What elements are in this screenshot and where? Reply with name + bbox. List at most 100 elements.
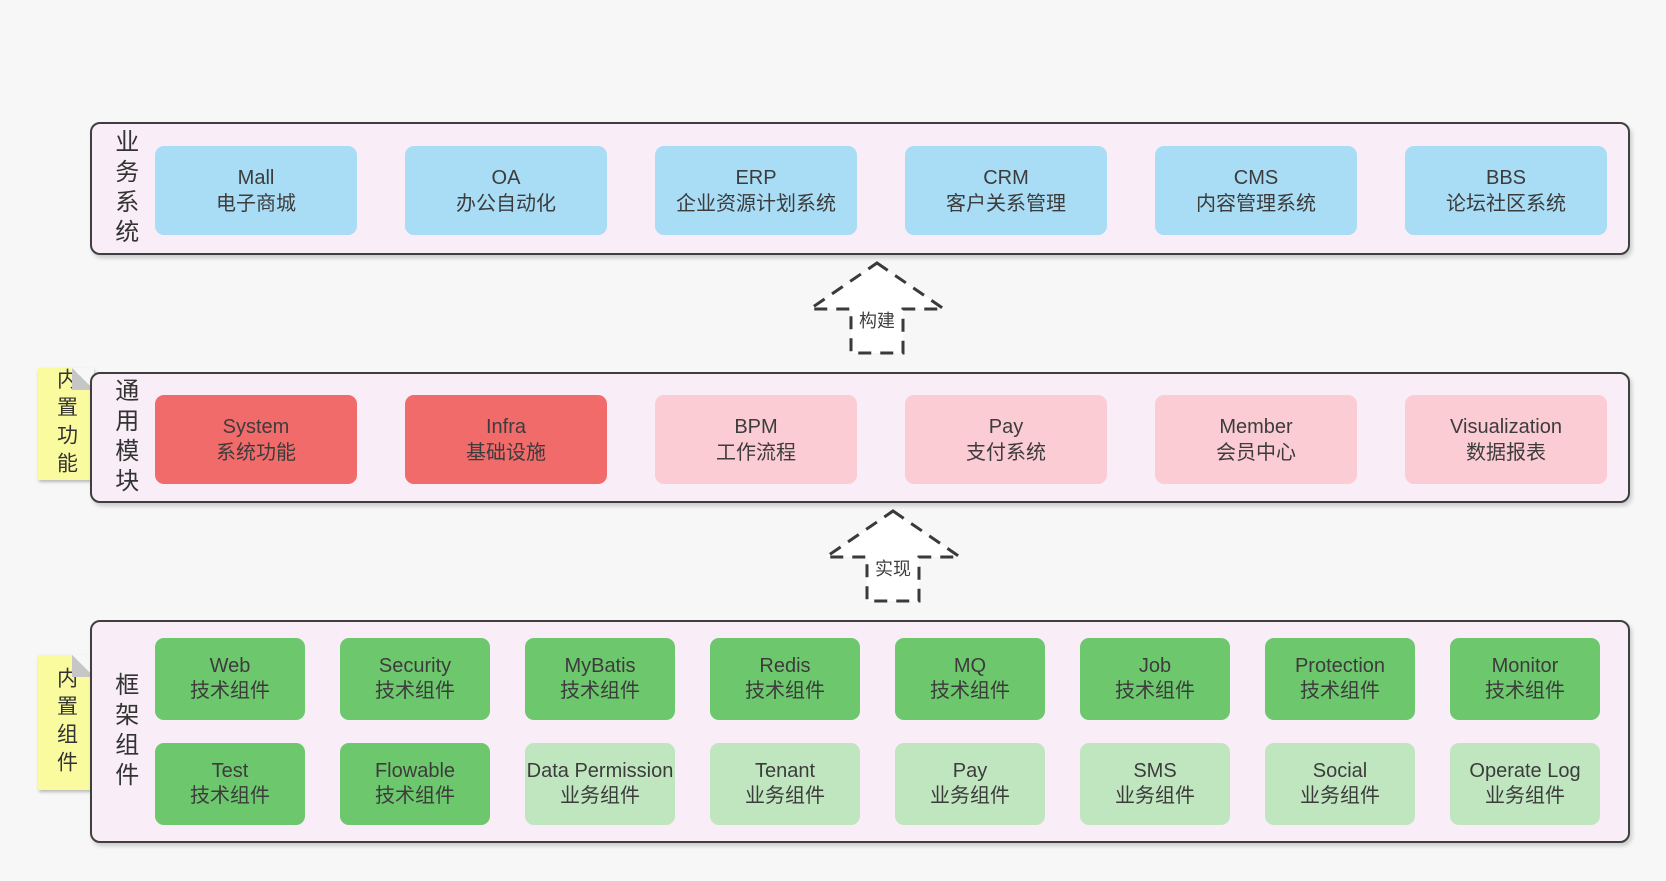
box-title: BBS: [1485, 166, 1527, 189]
box-title: Infra: [485, 415, 527, 438]
box-visualization: Visualization 数据报表: [1405, 395, 1607, 484]
box-title: Visualization: [1450, 415, 1562, 438]
layer-label-column: 通用模块: [92, 378, 155, 498]
box-mq: MQ 技术组件: [895, 638, 1045, 720]
box-title: Pay: [988, 415, 1024, 438]
box-title: Security: [378, 655, 452, 677]
layer-label-column: 业务系统: [92, 129, 155, 249]
box-mybatis: MyBatis 技术组件: [525, 638, 675, 720]
component-row-2: Test 技术组件 Flowable 技术组件 Data Permission …: [155, 743, 1600, 825]
box-subtitle: 技术组件: [745, 680, 825, 702]
box-subtitle: 电子商城: [216, 192, 296, 215]
box-social: Social 业务组件: [1265, 743, 1415, 825]
box-title: Monitor: [1491, 655, 1559, 677]
box-subtitle: 支付系统: [966, 441, 1046, 464]
box-subtitle: 业务组件: [560, 785, 640, 807]
up-arrow-implement: 实现: [823, 508, 963, 604]
module-boxes: System 系统功能 Infra 基础设施 BPM 工作流程 Pay 支付系统…: [155, 395, 1607, 484]
box-operate-log: Operate Log 业务组件: [1450, 743, 1600, 825]
box-subtitle: 技术组件: [1485, 680, 1565, 702]
box-pay-biz: Pay 业务组件: [895, 743, 1045, 825]
box-monitor: Monitor 技术组件: [1450, 638, 1600, 720]
layer-title: 通用模块: [110, 377, 138, 498]
box-bpm: BPM 工作流程: [655, 395, 857, 484]
box-pay-system: Pay 支付系统: [905, 395, 1107, 484]
box-system: System 系统功能: [155, 395, 357, 484]
box-security: Security 技术组件: [340, 638, 490, 720]
sticky-note-builtin-components: 内置组件: [38, 655, 94, 790]
box-title: CMS: [1233, 166, 1279, 189]
box-web: Web 技术组件: [155, 638, 305, 720]
box-title: CRM: [983, 166, 1029, 189]
box-subtitle: 技术组件: [190, 680, 270, 702]
box-title: Data Permission: [526, 760, 674, 782]
box-subtitle: 技术组件: [560, 680, 640, 702]
up-arrow-build: 构建: [807, 260, 947, 356]
box-title: Member: [1219, 415, 1293, 438]
box-subtitle: 办公自动化: [456, 192, 556, 215]
sticky-note-builtin-features: 内置功能: [38, 368, 94, 480]
box-bbs: BBS 论坛社区系统: [1405, 146, 1607, 235]
box-subtitle: 基础设施: [466, 441, 546, 464]
layer-title: 业务系统: [110, 128, 138, 249]
layer-title: 框架组件: [110, 671, 138, 792]
box-subtitle: 系统功能: [216, 441, 296, 464]
box-title: Mall: [237, 166, 275, 189]
box-tenant: Tenant 业务组件: [710, 743, 860, 825]
dashed-up-arrow-icon: [823, 509, 963, 603]
arrow-label-build: 构建: [859, 311, 895, 331]
box-subtitle: 技术组件: [1115, 680, 1195, 702]
component-row-1: Web 技术组件 Security 技术组件 MyBatis 技术组件 Redi…: [155, 638, 1600, 720]
box-subtitle: 技术组件: [375, 680, 455, 702]
box-subtitle: 业务组件: [1115, 785, 1195, 807]
box-subtitle: 会员中心: [1216, 441, 1296, 464]
box-data-permission: Data Permission 业务组件: [525, 743, 675, 825]
box-subtitle: 技术组件: [1300, 680, 1380, 702]
box-title: MyBatis: [564, 655, 636, 677]
box-title: Redis: [759, 655, 811, 677]
layer-framework-components: 框架组件 Web 技术组件 Security 技术组件 MyBatis 技术组件…: [90, 620, 1630, 843]
box-title: Operate Log: [1469, 760, 1581, 782]
box-title: System: [222, 415, 290, 438]
box-cms: CMS 内容管理系统: [1155, 146, 1357, 235]
box-title: Pay: [952, 760, 988, 782]
layer-label-column: 框架组件: [92, 672, 155, 792]
box-member: Member 会员中心: [1155, 395, 1357, 484]
box-subtitle: 论坛社区系统: [1446, 192, 1566, 215]
box-subtitle: 工作流程: [716, 441, 796, 464]
box-sms: SMS 业务组件: [1080, 743, 1230, 825]
dashed-up-arrow-icon: [807, 261, 947, 355]
box-title: Web: [209, 655, 251, 677]
arrow-label-implement: 实现: [875, 559, 911, 579]
box-crm: CRM 客户关系管理: [905, 146, 1107, 235]
sticky-note-label: 内置组件: [54, 666, 78, 779]
box-mall: Mall 电子商城: [155, 146, 357, 235]
box-title: Protection: [1294, 655, 1386, 677]
box-title: SMS: [1133, 760, 1177, 782]
box-title: BPM: [734, 415, 778, 438]
box-test: Test 技术组件: [155, 743, 305, 825]
box-protection: Protection 技术组件: [1265, 638, 1415, 720]
box-subtitle: 技术组件: [190, 785, 270, 807]
box-flowable: Flowable 技术组件: [340, 743, 490, 825]
box-infra: Infra 基础设施: [405, 395, 607, 484]
box-subtitle: 业务组件: [930, 785, 1010, 807]
box-erp: ERP 企业资源计划系统: [655, 146, 857, 235]
box-redis: Redis 技术组件: [710, 638, 860, 720]
box-subtitle: 数据报表: [1466, 441, 1546, 464]
box-subtitle: 技术组件: [375, 785, 455, 807]
box-title: Tenant: [754, 760, 816, 782]
box-job: Job 技术组件: [1080, 638, 1230, 720]
box-title: Flowable: [374, 760, 456, 782]
box-subtitle: 技术组件: [930, 680, 1010, 702]
box-subtitle: 内容管理系统: [1196, 192, 1316, 215]
box-title: Job: [1138, 655, 1172, 677]
layer-common-modules: 通用模块 System 系统功能 Infra 基础设施 BPM 工作流程 Pay…: [90, 372, 1630, 503]
box-subtitle: 企业资源计划系统: [676, 192, 836, 215]
box-oa: OA 办公自动化: [405, 146, 607, 235]
box-title: ERP: [735, 166, 777, 189]
box-subtitle: 业务组件: [745, 785, 825, 807]
business-boxes: Mall 电子商城 OA 办公自动化 ERP 企业资源计划系统 CRM 客户关系…: [155, 146, 1607, 235]
box-subtitle: 业务组件: [1300, 785, 1380, 807]
box-subtitle: 客户关系管理: [946, 192, 1066, 215]
